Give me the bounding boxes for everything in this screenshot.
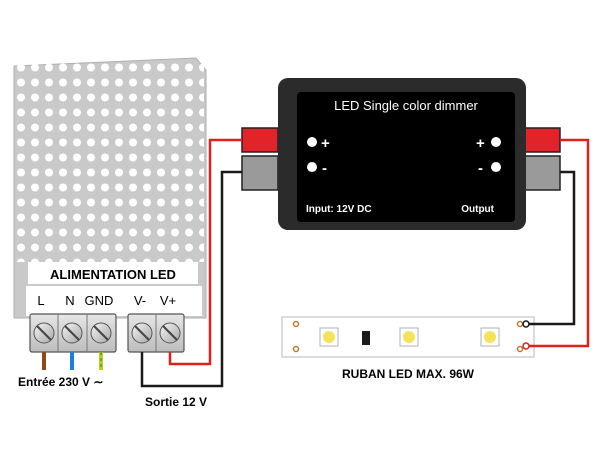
screw-n [61,322,83,344]
dimmer-left-minus-label: - [322,160,327,177]
terminal-label-v-plus: V+ [160,293,176,308]
screw-gnd [90,322,112,344]
led-chip-3 [480,327,500,347]
screw-v-minus [131,322,153,344]
led-chip-2 [399,327,419,347]
led-chip-1 [319,327,339,347]
resistor [362,331,370,345]
dimmer-left-minus-dot [307,162,317,172]
dimmer-left-plus-dot [307,137,317,147]
dimmer-left-connector-red [241,127,279,153]
wire-psu-plus-to-dimmer [168,138,242,366]
dimmer-right-connector-red [523,127,561,153]
terminal-label-n: N [65,293,74,308]
dimmer-right-plus-label: + [476,135,485,152]
psu-terminal-label-box [26,286,202,316]
dimmer-left-plus-label: + [321,135,330,152]
led-strip [281,316,535,358]
dimmer-output-label: Output [461,204,494,215]
dimmer-title: LED Single color dimmer [334,98,478,113]
power-supply [13,57,207,319]
psu-terminal-block [29,313,185,353]
dimmer-right-minus-dot [491,162,501,172]
dimmer-right-minus-label: - [478,160,483,177]
dimmer-right-plus-dot [491,137,501,147]
psu-vent-holes [16,62,204,262]
psu-title-box [28,262,198,284]
dimmer-right-connector-black [523,155,561,191]
terminal-label-v-minus: V- [134,293,146,308]
dimmer-left-connector-black [241,155,279,191]
terminal-label-gnd: GND [85,293,114,308]
dimmer-face [297,92,515,222]
screw-v-plus [159,322,181,344]
psu-title: ALIMENTATION LED [50,267,176,282]
sortie-label: Sortie 12 V [145,395,207,409]
screw-l [33,322,55,344]
terminal-label-l: L [37,293,44,308]
wire-dimmer-minus-to-strip [526,170,576,326]
entree-label: Entrée 230 V ∼ [18,375,103,389]
wire-psu-minus-to-dimmer [140,170,242,388]
wire-dimmer-plus-to-strip [526,138,590,348]
dimmer-input-label: Input: 12V DC [306,204,372,215]
ruban-label: RUBAN LED MAX. 96W [342,367,475,381]
dimmer [241,78,561,230]
